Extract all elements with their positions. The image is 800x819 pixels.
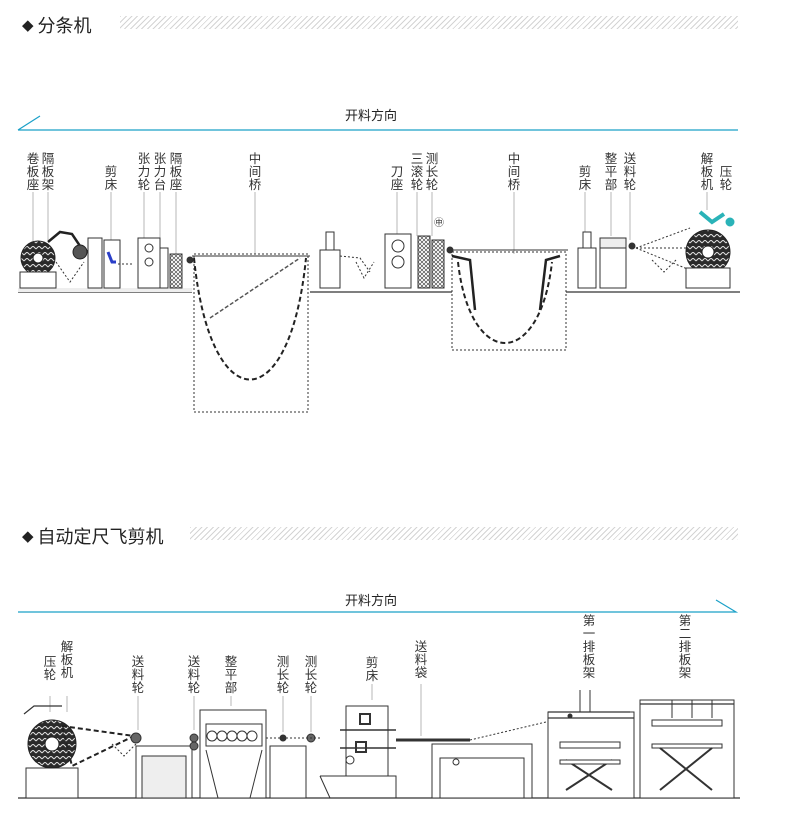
title-hatch-divider bbox=[190, 527, 738, 540]
feed-direction-label: 开料方向 bbox=[345, 109, 398, 124]
label-leveling: 整平部 bbox=[604, 151, 618, 192]
flying-shear-diagram bbox=[18, 599, 740, 799]
label-feed-wheel: 送料轮 bbox=[623, 151, 637, 192]
label-length-wheel-b2: 测长轮 bbox=[304, 654, 318, 695]
section-title-text: 自动定尺飞剪机 bbox=[37, 527, 164, 548]
slitter-diagram bbox=[17, 115, 740, 413]
label-coil-seat: 卷板座 bbox=[26, 151, 40, 192]
label-feed-wheel-b1: 送料轮 bbox=[131, 654, 145, 695]
diamond-icon: ◆ bbox=[22, 527, 34, 545]
diamond-icon: ◆ bbox=[22, 16, 34, 34]
label-middle-bridge-1: 中间桥 bbox=[248, 151, 262, 192]
label-length-wheel: 测长轮 bbox=[425, 151, 439, 192]
label-knife-seat: 刀座 bbox=[390, 164, 404, 192]
label-shear-2: 剪床 bbox=[578, 164, 592, 192]
label-decoiler-b: 解板机 bbox=[60, 639, 74, 680]
label-leveling-b: 整平部 bbox=[224, 654, 238, 695]
label-shear: 剪床 bbox=[104, 164, 118, 192]
label-dan-mark: ㊥ bbox=[434, 218, 444, 229]
label-leader-lines bbox=[32, 192, 708, 258]
label-separator-rack: 隔板架 bbox=[41, 151, 55, 192]
label-middle-bridge-2: 中间桥 bbox=[507, 151, 521, 192]
label-tension-wheel: 张力轮 bbox=[137, 151, 151, 192]
label-first-rack: 第一排板架 bbox=[582, 613, 596, 680]
direction-arrow-line bbox=[17, 115, 738, 131]
label-shear-b: 剪床 bbox=[365, 655, 379, 683]
feed-direction-label: 开料方向 bbox=[345, 594, 398, 609]
label-press-wheel-b: 压轮 bbox=[43, 654, 57, 682]
section-title-text: 分条机 bbox=[37, 16, 92, 37]
label-length-wheel-b1: 测长轮 bbox=[276, 654, 290, 695]
label-press-wheel: 压轮 bbox=[719, 164, 733, 192]
label-feed-wheel-b2: 送料轮 bbox=[187, 654, 201, 695]
section-title-flying-shear: ◆ 自动定尺飞剪机 bbox=[22, 523, 164, 549]
label-second-rack: 第二排板架 bbox=[678, 613, 692, 680]
label-tension-table: 张力台 bbox=[153, 151, 167, 192]
title-hatch-divider bbox=[120, 16, 738, 29]
label-three-rollers: 三滚轮 bbox=[410, 151, 424, 192]
label-decoiler: 解板机 bbox=[700, 151, 714, 192]
label-separator-seat: 隔板座 bbox=[169, 151, 183, 192]
section-title-slitter: ◆ 分条机 bbox=[22, 12, 92, 38]
label-feed-bag-b: 送料袋 bbox=[414, 639, 428, 680]
